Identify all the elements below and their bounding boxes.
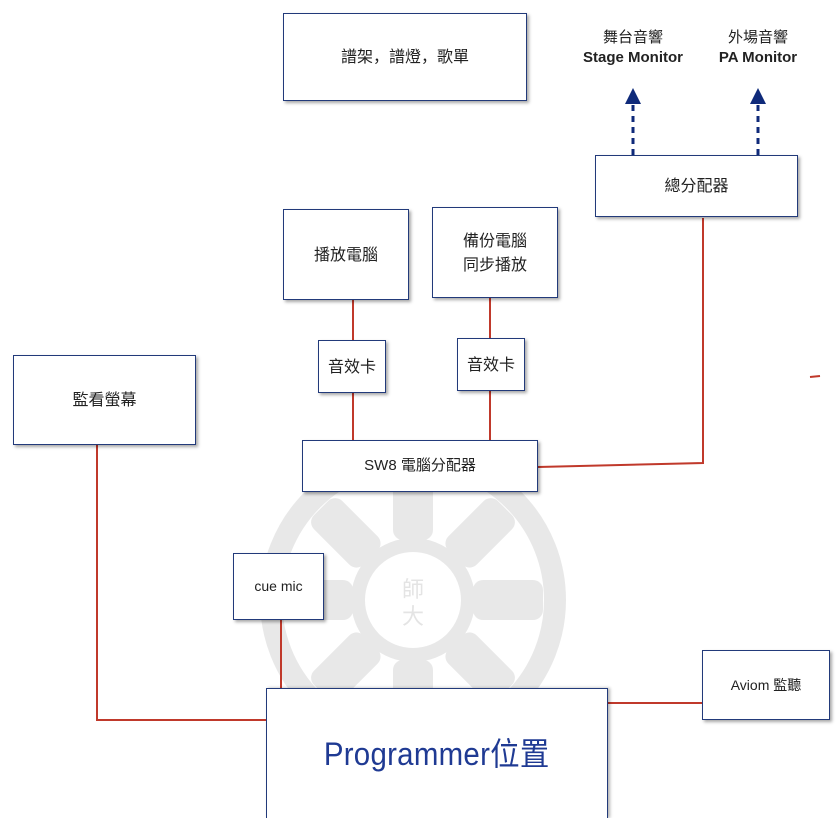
aviom-label: Aviom 監聽	[730, 676, 802, 693]
monitor-screen-label: 監看螢幕	[72, 390, 137, 409]
connectors	[96, 218, 704, 721]
stray-mark	[809, 375, 821, 378]
watermark-char-1: 師	[402, 578, 424, 603]
stage-monitor-zh: 舞台音響	[602, 28, 663, 46]
cue-mic-box: cue mic	[233, 553, 324, 620]
sound-card-right-box: 音效卡	[457, 338, 525, 391]
pa-monitor-zh: 外場音響	[727, 28, 788, 46]
sw8-splitter-label: SW8 電腦分配器	[364, 456, 476, 474]
programmer-box: Programmer位置	[266, 688, 608, 818]
sound-card-right-label: 音效卡	[466, 354, 515, 374]
playback-pc-label: 播放電腦	[313, 244, 378, 264]
main-splitter-box: 總分配器	[595, 155, 798, 217]
sound-card-left-label: 音效卡	[327, 356, 376, 376]
cue-mic-label: cue mic	[254, 578, 303, 594]
arrow-pa-monitor	[750, 88, 766, 155]
sw8-splitter-box: SW8 電腦分配器	[302, 440, 538, 492]
stage-monitor-en: Stage Monitor	[583, 48, 683, 66]
playback-pc-box: 播放電腦	[283, 209, 409, 300]
music-stand-label: 譜架，譜燈，歌單	[340, 47, 469, 66]
music-stand-box: 譜架，譜燈，歌單	[283, 13, 527, 101]
pa-monitor-en: PA Monitor	[718, 48, 798, 66]
arrow-stage-monitor	[625, 88, 641, 155]
watermark-char-2: 大	[402, 605, 424, 630]
connector-sw8-to-splitter	[537, 218, 704, 468]
aviom-box: Aviom 監聽	[702, 650, 830, 720]
stage-monitor-label: 舞台音響 Stage Monitor	[558, 28, 708, 67]
connector-monitor-to-programmer	[96, 445, 266, 721]
backup-pc-label-2: 同步播放	[462, 254, 527, 274]
pa-monitor-label: 外場音響 PA Monitor	[688, 28, 828, 67]
programmer-label: Programmer位置	[324, 735, 550, 772]
sound-card-left-box: 音效卡	[318, 340, 386, 393]
main-splitter-label: 總分配器	[664, 176, 729, 195]
backup-pc-label-1: 備份電腦	[462, 230, 527, 250]
monitor-screen-box: 監看螢幕	[13, 355, 196, 445]
backup-pc-box: 備份電腦 同步播放	[432, 207, 558, 298]
